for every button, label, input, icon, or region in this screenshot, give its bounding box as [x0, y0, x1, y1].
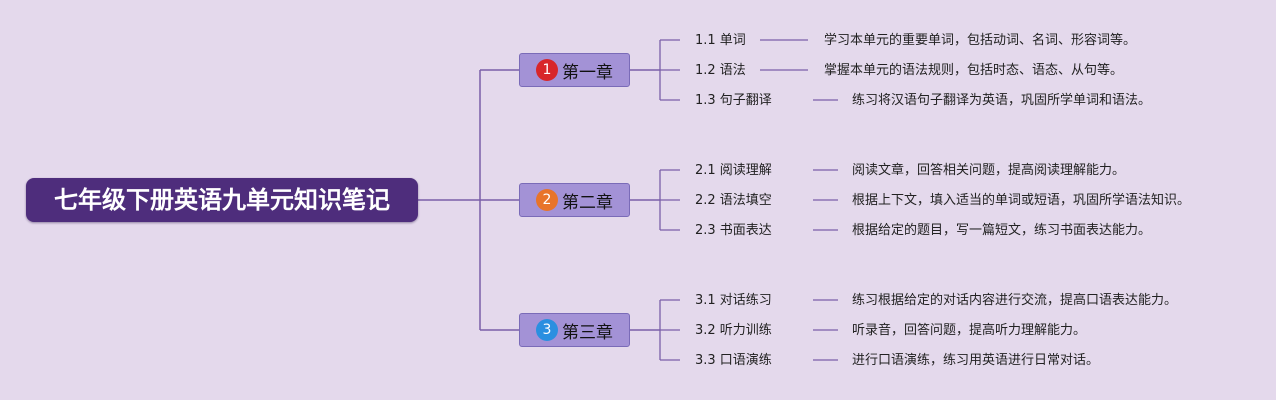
topic-label-3-1[interactable]: 3.1 对话练习	[695, 293, 772, 308]
chapter-2-title: 第二章	[562, 192, 613, 213]
chapter-2-number-badge: 2	[536, 189, 558, 211]
topic-description-2-1: 阅读文章，回答相关问题，提高阅读理解能力。	[852, 163, 1126, 178]
topic-label-2-3[interactable]: 2.3 书面表达	[695, 223, 772, 238]
topic-label-2-1[interactable]: 2.1 阅读理解	[695, 163, 772, 178]
topic-label-1-2[interactable]: 1.2 语法	[695, 63, 746, 78]
topic-description-3-1: 练习根据给定的对话内容进行交流，提高口语表达能力。	[852, 293, 1178, 308]
topic-label-3-2[interactable]: 3.2 听力训练	[695, 323, 772, 338]
root-title: 七年级下册英语九单元知识笔记	[54, 186, 390, 214]
chapter-3-number-badge: 3	[536, 319, 558, 341]
topic-description-1-1: 学习本单元的重要单词，包括动词、名词、形容词等。	[824, 33, 1137, 48]
topic-description-2-2: 根据上下文，填入适当的单词或短语，巩固所学语法知识。	[852, 193, 1191, 208]
topic-description-1-3: 练习将汉语句子翻译为英语，巩固所学单词和语法。	[852, 93, 1152, 108]
topic-label-1-3[interactable]: 1.3 句子翻译	[695, 93, 772, 108]
chapter-3-title: 第三章	[562, 322, 613, 343]
chapter-1-number-badge: 1	[536, 59, 558, 81]
topic-description-3-3: 进行口语演练，练习用英语进行日常对话。	[852, 353, 1100, 368]
topic-label-1-1[interactable]: 1.1 单词	[695, 33, 746, 48]
chapter-node-2[interactable]: 2 第二章	[519, 183, 630, 217]
chapter-1-title: 第一章	[562, 62, 613, 83]
chapter-node-1[interactable]: 1 第一章	[519, 53, 630, 87]
topic-label-3-3[interactable]: 3.3 口语演练	[695, 353, 772, 368]
topic-label-2-2[interactable]: 2.2 语法填空	[695, 193, 772, 208]
topic-description-1-2: 掌握本单元的语法规则，包括时态、语态、从句等。	[824, 63, 1124, 78]
root-node[interactable]: 七年级下册英语九单元知识笔记	[26, 178, 418, 222]
topic-description-2-3: 根据给定的题目，写一篇短文，练习书面表达能力。	[852, 223, 1152, 238]
topic-description-3-2: 听录音，回答问题，提高听力理解能力。	[852, 323, 1087, 338]
chapter-node-3[interactable]: 3 第三章	[519, 313, 630, 347]
